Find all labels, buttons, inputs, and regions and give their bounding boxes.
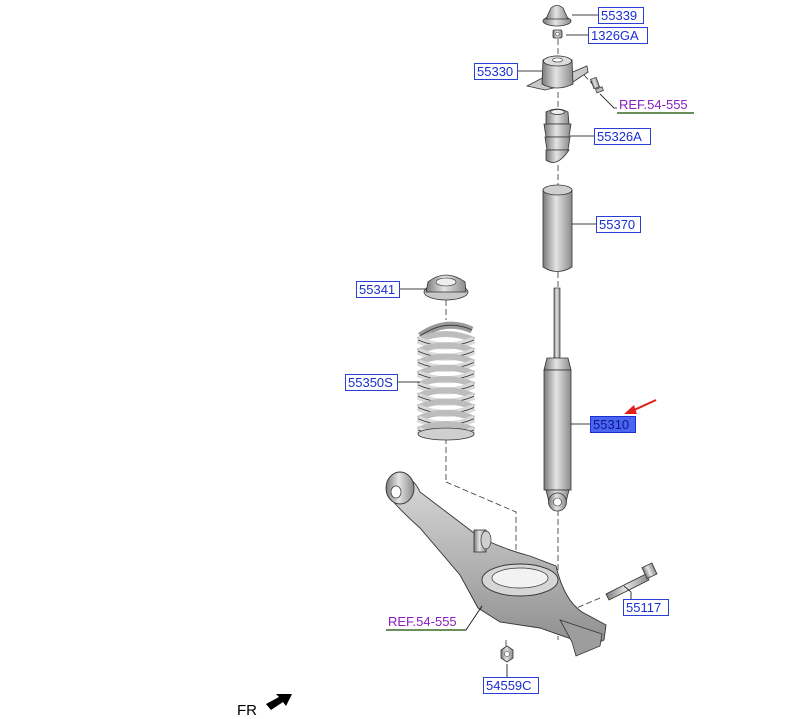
spring-coil-back bbox=[416, 364, 476, 377]
part-54559c-nut bbox=[500, 645, 514, 663]
part-55117-bolt bbox=[605, 562, 658, 601]
front-direction-label: FR bbox=[237, 702, 257, 719]
part-label-1326ga[interactable]: 1326GA bbox=[588, 27, 648, 44]
part-55339-cap bbox=[542, 5, 572, 27]
part-label-55370[interactable]: 55370 bbox=[596, 216, 641, 233]
spring-base-coil bbox=[417, 427, 475, 441]
part-55326a-bumper bbox=[543, 108, 572, 163]
part-55370-dust-cover bbox=[542, 184, 573, 272]
part-1326ga-nut bbox=[552, 29, 563, 39]
part-label-55330[interactable]: 55330 bbox=[474, 63, 518, 80]
part-label-55339[interactable]: 55339 bbox=[598, 7, 644, 24]
part-label-54559c[interactable]: 54559C bbox=[483, 677, 539, 694]
spring-coils bbox=[416, 331, 476, 441]
spring-coil-back bbox=[416, 376, 476, 388]
spring-coil-back bbox=[416, 342, 476, 355]
part-55341-spring-pad bbox=[423, 274, 469, 301]
part-label-55350s[interactable]: 55350S bbox=[345, 374, 398, 391]
part-55310-shock-absorber bbox=[543, 287, 572, 512]
part-55350s-coil-spring bbox=[418, 321, 474, 339]
spring-coil-back bbox=[416, 387, 476, 400]
part-label-55341[interactable]: 55341 bbox=[356, 281, 400, 298]
spring-coil-back bbox=[416, 398, 476, 411]
ref-link-bottom[interactable]: REF.54-555 bbox=[386, 614, 466, 631]
mount-bolt bbox=[590, 76, 604, 94]
part-label-55310-selected[interactable]: 55310 bbox=[590, 416, 636, 433]
ref-link-top[interactable]: REF.54-555 bbox=[617, 97, 694, 114]
front-direction-arrow-icon bbox=[266, 694, 292, 710]
spring-coil-back bbox=[416, 353, 476, 366]
spring-coil-back bbox=[416, 409, 476, 422]
part-label-55326a[interactable]: 55326A bbox=[594, 128, 651, 145]
selected-part-pointer-arrow bbox=[624, 399, 657, 414]
part-55330-mount bbox=[525, 55, 589, 91]
part-label-55117[interactable]: 55117 bbox=[623, 599, 669, 616]
spring-coil-back bbox=[416, 331, 476, 343]
lower-control-arm bbox=[385, 471, 607, 657]
